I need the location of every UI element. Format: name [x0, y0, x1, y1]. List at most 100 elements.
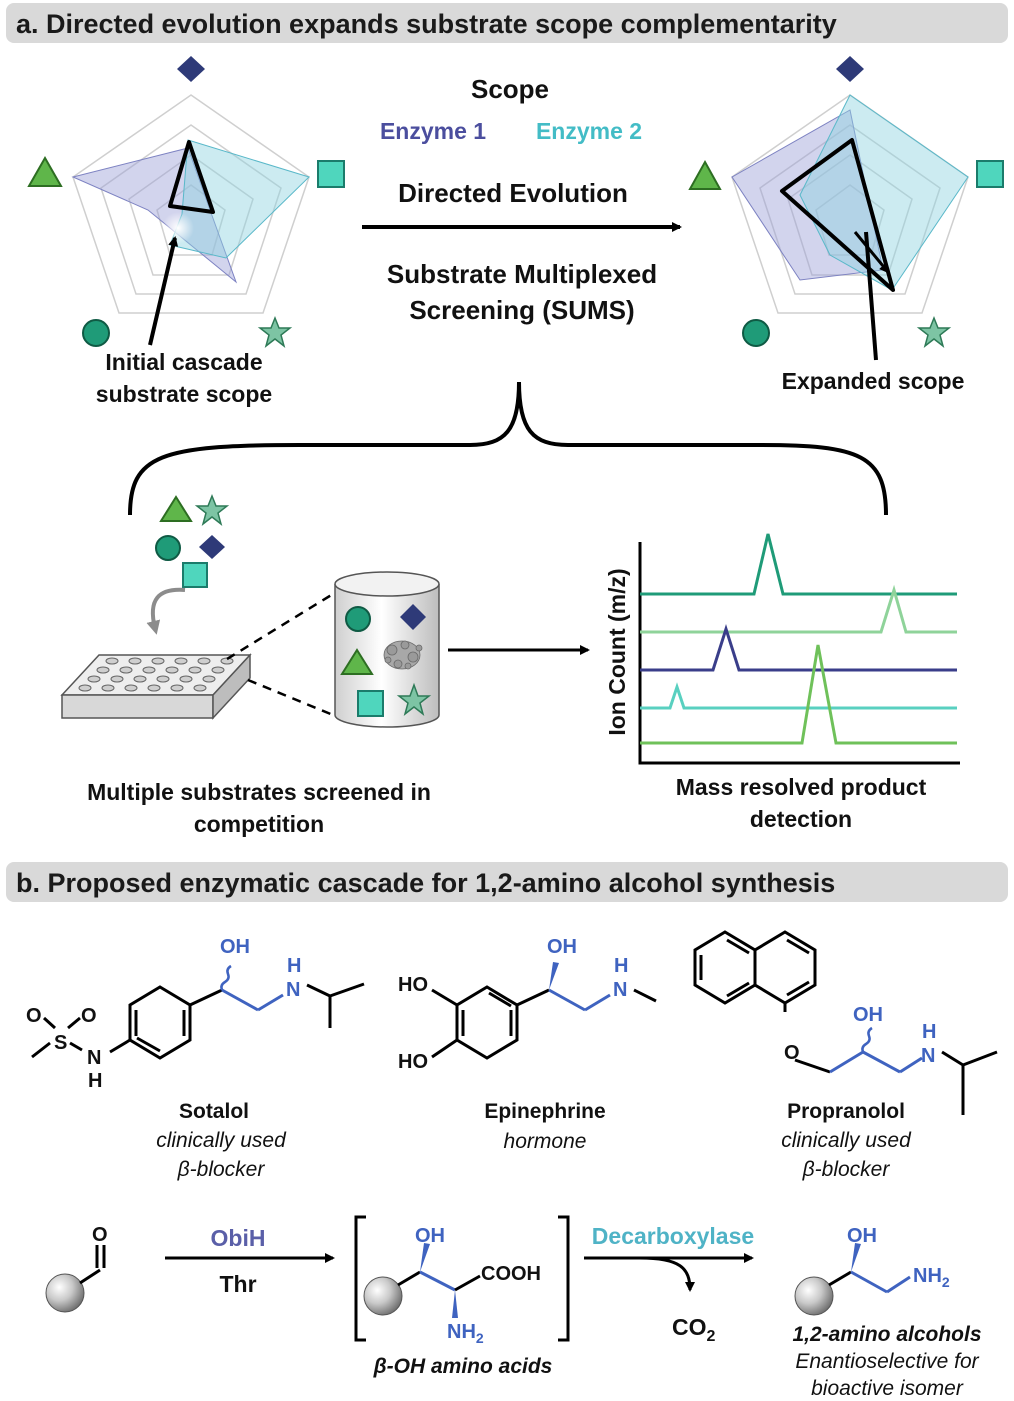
square-icon: [976, 160, 1004, 188]
star-icon: [396, 682, 432, 716]
step1-cosubstrate: Thr: [219, 1271, 256, 1297]
atom-ho: HO: [398, 974, 428, 996]
plate-well: [147, 684, 161, 692]
circle-icon: [82, 319, 110, 347]
panel-b-banner: b. Proposed enzymatic cascade for 1,2-am…: [6, 862, 1008, 902]
star-icon: [916, 315, 952, 348]
triangle-icon: [27, 155, 63, 187]
plate-well: [110, 675, 124, 683]
radar-expanded: [731, 94, 969, 361]
plate-well: [211, 666, 225, 674]
atom-s: S: [54, 1032, 67, 1054]
plate-well: [133, 675, 147, 683]
plate-well: [174, 657, 188, 665]
radar-icons-left: [27, 56, 345, 348]
well-plate: [60, 653, 252, 720]
enzyme-structure-icon: [383, 640, 423, 670]
plate-well: [78, 684, 92, 692]
drug-name-sotalol: Sotalol: [179, 1100, 249, 1123]
plate-well: [119, 666, 133, 674]
circle-icon: [742, 319, 770, 347]
radar-icons-right: [688, 56, 1004, 348]
plate-well: [170, 684, 184, 692]
atom-oh: OH: [847, 1225, 877, 1247]
diamond-icon: [836, 56, 864, 82]
plate-well: [96, 666, 110, 674]
plate-well: [156, 675, 170, 683]
atom-o: O: [26, 1005, 42, 1027]
atom-oh: OH: [547, 936, 577, 958]
plate-well: [193, 684, 207, 692]
atom-nh2: NH2: [447, 1321, 484, 1346]
triangle-icon: [688, 159, 722, 190]
radar-enzyme2-area: [169, 139, 310, 259]
drug-desc2-propranolol: β-blocker: [802, 1158, 891, 1181]
atom-n: N: [286, 979, 300, 1001]
atom-h: H: [614, 955, 628, 977]
drug-name-epinephrine: Epinephrine: [484, 1100, 605, 1123]
drug-desc1-propranolol: clinically used: [781, 1129, 912, 1152]
plate-well: [179, 675, 193, 683]
expanded-scope-label: Expanded scope: [782, 368, 965, 394]
product-desc-line2: bioactive isomer: [811, 1377, 964, 1400]
multiple-substrates-line1: Multiple substrates screened in: [87, 779, 431, 805]
step1-enzyme: ObiH: [211, 1225, 266, 1251]
curly-brace: [128, 381, 888, 516]
panel-a-heading: a. Directed evolution expands substrate …: [16, 9, 837, 39]
atom-n: N: [921, 1045, 935, 1067]
drug-desc1-epinephrine: hormone: [504, 1130, 587, 1153]
substrate-mix: [146, 493, 230, 635]
aldehyde-structure: [45, 1245, 106, 1313]
ms-trace-3: [640, 624, 957, 672]
ms-trace-2: [640, 584, 957, 634]
multiple-substrates-line2: competition: [194, 811, 324, 837]
ms-plot: Ion Count (m/z): [604, 533, 960, 765]
drug-desc2-sotalol: β-blocker: [177, 1158, 266, 1181]
co2-label: CO2: [672, 1314, 716, 1345]
radar-initial-outline: [168, 140, 215, 214]
plate-well: [87, 675, 101, 683]
ms-trace-4: [640, 682, 957, 710]
amino-alcohol-structure: [794, 1243, 911, 1316]
atom-o: O: [81, 1005, 97, 1027]
plate-well: [197, 657, 211, 665]
circle-icon: [345, 606, 371, 632]
initial-scope-line2: substrate scope: [96, 381, 272, 407]
radar-initial: [71, 94, 310, 346]
product-desc-line1: Enantioselective for: [795, 1350, 979, 1373]
diamond-icon: [177, 56, 205, 82]
step2-enzyme: Decarboxylase: [592, 1223, 754, 1249]
right-bracket: [558, 1215, 570, 1342]
triangle-icon: [159, 495, 193, 522]
atom-oh: OH: [415, 1225, 445, 1247]
atom-cooh: COOH: [481, 1263, 541, 1285]
plate-well: [151, 657, 165, 665]
enzyme2-label: Enzyme 2: [536, 118, 642, 144]
plate-well: [188, 666, 202, 674]
ms-caption-line1: Mass resolved product: [676, 774, 927, 800]
atom-nh2: NH2: [913, 1265, 950, 1290]
drug-desc1-sotalol: clinically used: [156, 1129, 287, 1152]
diamond-icon: [199, 535, 225, 559]
ms-caption-line2: detection: [750, 806, 852, 832]
atom-oh: OH: [220, 936, 250, 958]
star-icon: [194, 493, 230, 526]
circle-icon: [155, 535, 181, 561]
atom-h: H: [287, 955, 301, 977]
star-icon: [257, 315, 293, 348]
panel-a-banner: a. Directed evolution expands substrate …: [6, 3, 1008, 43]
epinephrine-structure: [431, 985, 657, 1060]
enzyme1-label: Enzyme 1: [380, 118, 486, 144]
atom-n: N: [87, 1047, 101, 1069]
sums-line1: Substrate Multiplexed: [387, 259, 657, 289]
triangle-icon: [340, 648, 374, 675]
panel-b-heading: b. Proposed enzymatic cascade for 1,2-am…: [16, 868, 836, 898]
atom-ho: HO: [398, 1051, 428, 1073]
plate-well: [105, 657, 119, 665]
left-bracket: [354, 1215, 366, 1342]
initial-scope-line1: Initial cascade: [105, 349, 262, 375]
propranolol-structure: [693, 930, 998, 1115]
ms-y-axis-label: Ion Count (m/z): [604, 568, 630, 735]
atom-o: O: [92, 1224, 108, 1246]
